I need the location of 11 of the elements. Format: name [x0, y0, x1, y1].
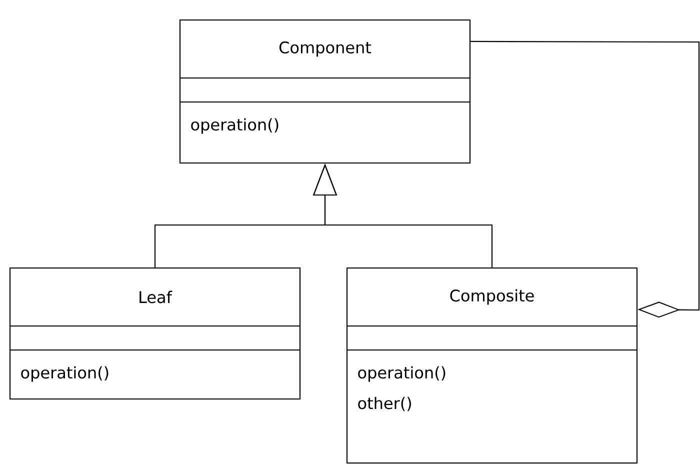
method-name: other(): [358, 396, 411, 412]
method-name: operation(): [358, 366, 446, 382]
class-name: Component: [279, 41, 372, 57]
class-box: [346, 267, 638, 464]
class-box: [9, 267, 301, 400]
class-box: [179, 19, 471, 164]
aggregation-line: [470, 40, 700, 318]
method-name: operation(): [191, 118, 278, 134]
class-name: Leaf: [140, 290, 172, 304]
class-name: Composite: [450, 289, 534, 305]
method-name: operation(): [21, 366, 108, 382]
